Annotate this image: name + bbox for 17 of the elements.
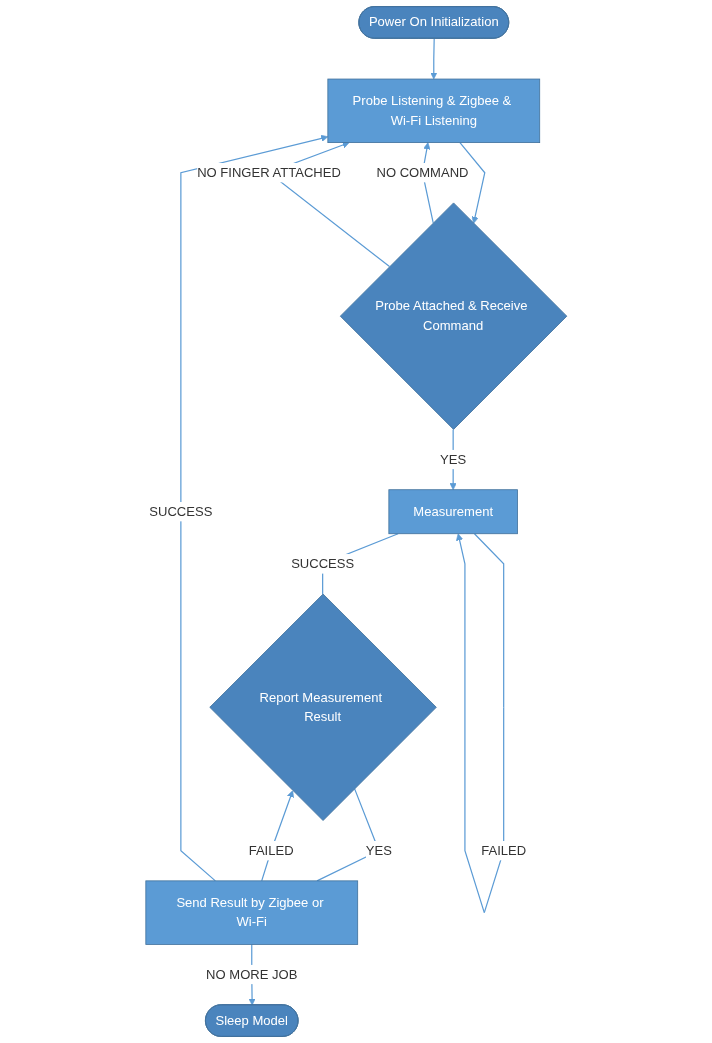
arrow: [459, 142, 486, 224]
node-diamond: Report Measurement Result: [209, 593, 437, 821]
edge-label: FAILED: [480, 843, 526, 858]
edge-label: YES: [439, 452, 466, 467]
arrow: [455, 533, 504, 914]
edge-label: NO COMMAND: [376, 165, 469, 180]
edge-label: SUCCESS: [149, 504, 213, 519]
edge-label: NO MORE JOB: [205, 967, 298, 982]
edge-label: YES: [365, 843, 392, 858]
node-box: Send Result by Zigbee or Wi-Fi: [145, 880, 358, 945]
edge-label: SUCCESS: [290, 556, 354, 571]
node-diamond: Probe Attached & Receive Command: [339, 202, 567, 430]
node-box: Probe Listening & Zigbee & Wi-Fi Listening: [327, 78, 540, 143]
edge-label: FAILED: [248, 843, 294, 858]
node-box: Measurement: [388, 489, 518, 535]
edge-label: NO FINGER ATTACHED: [196, 165, 341, 180]
arrow: [429, 38, 438, 80]
